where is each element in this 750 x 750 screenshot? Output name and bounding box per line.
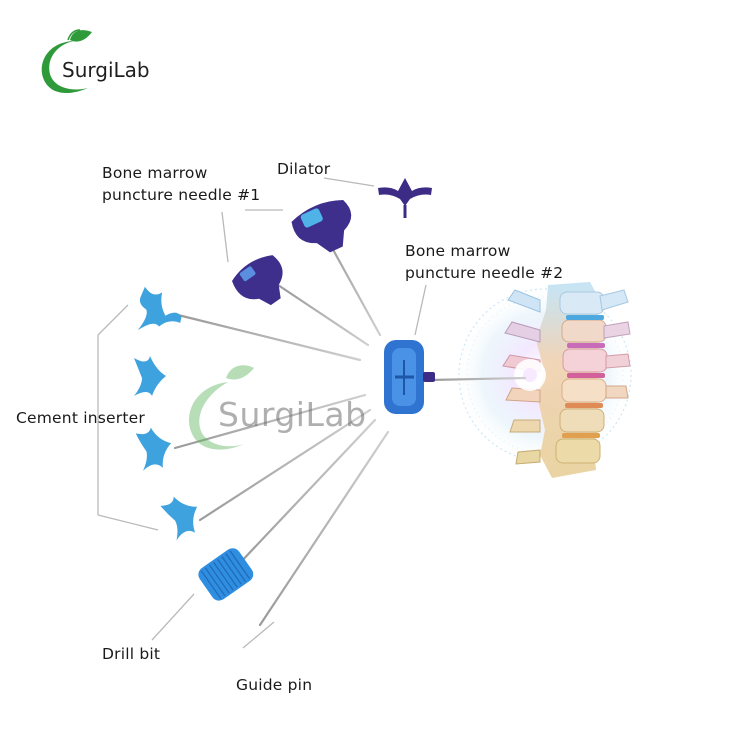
cement-inserter-2: [134, 356, 166, 396]
spine-illustration: [455, 282, 635, 478]
label-leader-lines: [97, 177, 427, 649]
label-line: puncture needle #1: [102, 186, 261, 204]
cement-inserter-1: [137, 286, 182, 331]
watermark-text: SurgiLab: [218, 395, 367, 434]
label-dilator: Dilator: [277, 160, 331, 178]
dilator-instrument: [378, 178, 432, 218]
label-guide-pin: Guide pin: [236, 676, 313, 694]
logo-swoosh-icon: [41, 41, 88, 94]
label-bone-marrow-needle-1: Bone marrow puncture needle #1: [102, 162, 260, 206]
drill-bit-instrument: [198, 548, 254, 601]
brand-logo: [41, 29, 92, 94]
label-line: Bone marrow: [102, 164, 208, 182]
label-drill-bit: Drill bit: [102, 645, 161, 663]
logo-leaf-icon: [70, 30, 92, 42]
cement-inserter-3: [135, 427, 172, 471]
cement-inserter-4: [160, 496, 198, 541]
label-bone-marrow-needle-2: Bone marrow puncture needle #2: [405, 240, 563, 284]
watermark-logo: [189, 365, 254, 450]
label-cement-inserter: Cement inserter: [16, 409, 145, 427]
instrument-shafts: [166, 198, 527, 627]
bone-marrow-needle-1-lower: [232, 255, 283, 306]
brand-logo-text: SurgiLab: [62, 58, 150, 82]
label-line: Bone marrow: [405, 242, 511, 260]
bone-marrow-needle-1-upper: [291, 199, 352, 253]
label-line: puncture needle #2: [405, 264, 564, 282]
bone-marrow-needle-2-handle: [384, 340, 435, 414]
